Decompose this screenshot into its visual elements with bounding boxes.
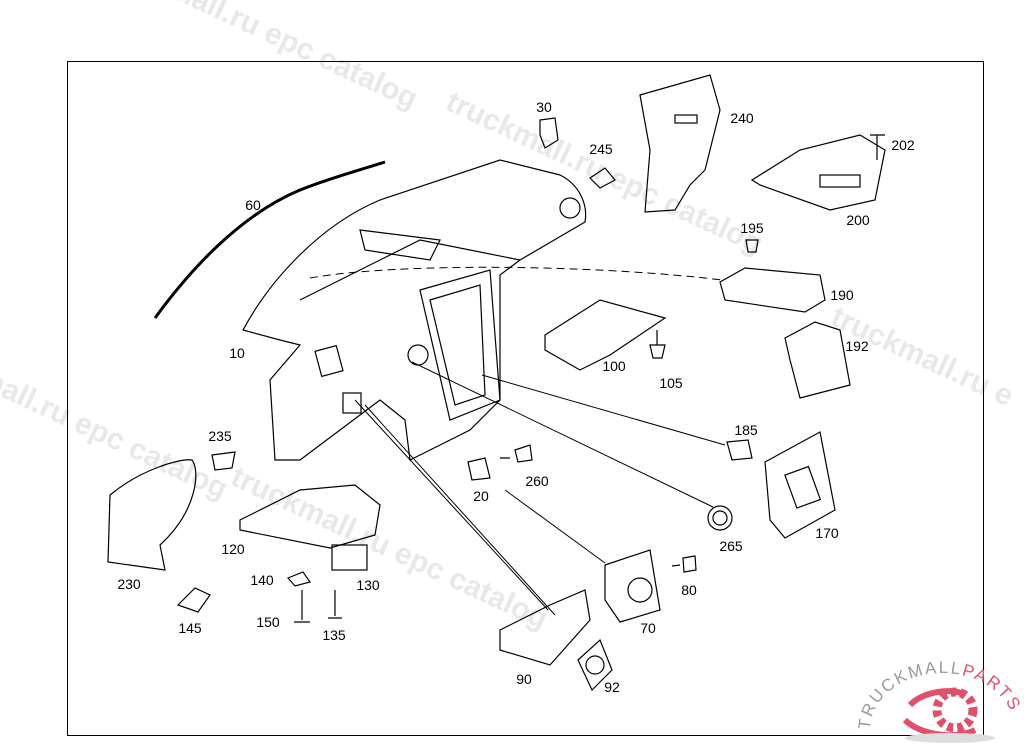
- callout-190: 190: [830, 287, 854, 303]
- part-192: [784, 321, 851, 399]
- callout-30: 30: [536, 99, 552, 115]
- callout-70: 70: [640, 620, 656, 636]
- callout-60: 60: [245, 197, 261, 213]
- part-170: [764, 431, 836, 539]
- callout-120: 120: [221, 541, 245, 557]
- callout-145: 145: [178, 620, 202, 636]
- leader-line-70: [504, 489, 606, 564]
- callout-235: 235: [208, 428, 232, 444]
- callout-202: 202: [891, 137, 915, 153]
- callout-230: 230: [117, 576, 141, 592]
- part-245: [589, 167, 616, 189]
- part-130: [331, 544, 368, 571]
- part-92: [577, 638, 613, 692]
- part-30: [539, 117, 559, 149]
- part-240: [639, 74, 721, 213]
- callout-200: 200: [846, 212, 870, 228]
- callout-245: 245: [589, 141, 613, 157]
- part-140: [286, 571, 311, 587]
- part-105: [649, 330, 666, 359]
- callout-100: 100: [602, 358, 626, 374]
- callout-192: 192: [845, 338, 869, 354]
- part-265: [707, 505, 733, 531]
- part-90: [499, 589, 591, 666]
- part-100: [544, 299, 667, 371]
- callout-140: 140: [250, 572, 274, 588]
- truckmallparts-logo: TRUCKMALLPARTS: [855, 658, 1023, 743]
- part-235: [211, 451, 236, 471]
- leader-line-265: [411, 361, 714, 508]
- part-230: [107, 459, 197, 571]
- part-190: [719, 267, 826, 313]
- callout-20: 20: [473, 488, 489, 504]
- part-145: [176, 587, 211, 613]
- part-60-strip: [153, 160, 386, 319]
- callout-10: 10: [229, 345, 245, 361]
- part-70: [604, 549, 661, 623]
- part-135: [328, 590, 342, 619]
- part-150: [294, 590, 310, 623]
- part-185: [726, 439, 753, 461]
- callout-195: 195: [740, 220, 764, 236]
- callout-92: 92: [604, 679, 620, 695]
- callout-185: 185: [734, 422, 758, 438]
- callout-240: 240: [730, 110, 754, 126]
- callout-260: 260: [525, 473, 549, 489]
- part-202: [870, 134, 885, 160]
- part-195: [745, 239, 759, 253]
- part-120: [239, 484, 381, 549]
- leader-line-190: [309, 266, 723, 281]
- part-260: [500, 444, 533, 463]
- diagram-frame: [67, 61, 984, 736]
- callout-150: 150: [256, 614, 280, 630]
- part-80: [671, 555, 697, 573]
- callout-90: 90: [516, 671, 532, 687]
- gear-icon: [932, 687, 978, 733]
- callout-265: 265: [719, 538, 743, 554]
- callout-135: 135: [322, 627, 346, 643]
- part-10-dashboard: [242, 159, 587, 461]
- callout-130: 130: [356, 577, 380, 593]
- leader-line-90: [354, 399, 549, 611]
- callout-105: 105: [659, 375, 683, 391]
- part-20: [467, 457, 491, 481]
- part-200: [750, 134, 886, 211]
- callout-80: 80: [681, 582, 697, 598]
- callout-170: 170: [815, 525, 839, 541]
- leader-line-185: [481, 374, 726, 446]
